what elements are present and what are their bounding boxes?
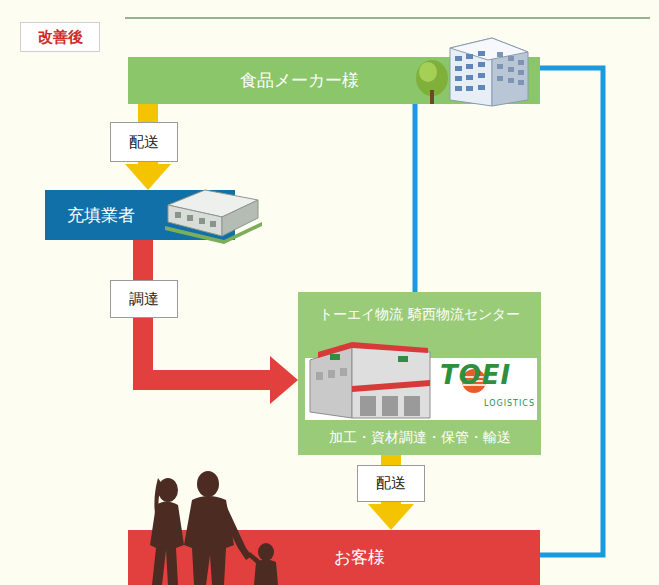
arrow-head bbox=[270, 356, 298, 404]
title-tag: 改善後 bbox=[20, 22, 100, 52]
warehouse-building bbox=[165, 190, 262, 244]
connector bbox=[540, 68, 603, 555]
logo-subword: LOGISTICS bbox=[484, 400, 535, 408]
edge-label: 配送 bbox=[129, 133, 159, 152]
arrow-head bbox=[368, 504, 414, 530]
filler-band: 充填業者 bbox=[45, 190, 235, 240]
logistics-center-illustration bbox=[305, 342, 537, 420]
connector bbox=[143, 240, 298, 404]
node-text: トーエイ物流 騎西物流センター bbox=[319, 306, 519, 324]
title-text: 改善後 bbox=[38, 28, 83, 47]
family-silhouette bbox=[150, 471, 278, 585]
arrow-head bbox=[125, 164, 171, 190]
header-rule bbox=[125, 18, 650, 19]
node-text: 加工・資材調達・保管・輸送 bbox=[329, 429, 511, 447]
node-text: 充填業者 bbox=[67, 204, 135, 227]
edge-label-box: 調達 bbox=[110, 280, 178, 318]
maker-band: 食品メーカー様 bbox=[128, 57, 540, 104]
customer-band: お客様 bbox=[128, 530, 540, 585]
edge-label-box: 配送 bbox=[357, 465, 425, 502]
connector-line bbox=[540, 68, 603, 555]
edge-label-box: 配送 bbox=[110, 122, 178, 162]
connector bbox=[415, 104, 416, 292]
connector-line bbox=[413, 104, 418, 292]
logo-word: TOEI bbox=[440, 362, 511, 388]
office-building bbox=[416, 38, 528, 106]
node-text: お客様 bbox=[334, 546, 385, 569]
edge-label: 調達 bbox=[129, 290, 159, 309]
node-text: 食品メーカー様 bbox=[240, 69, 359, 92]
edge-label: 配送 bbox=[376, 474, 406, 493]
